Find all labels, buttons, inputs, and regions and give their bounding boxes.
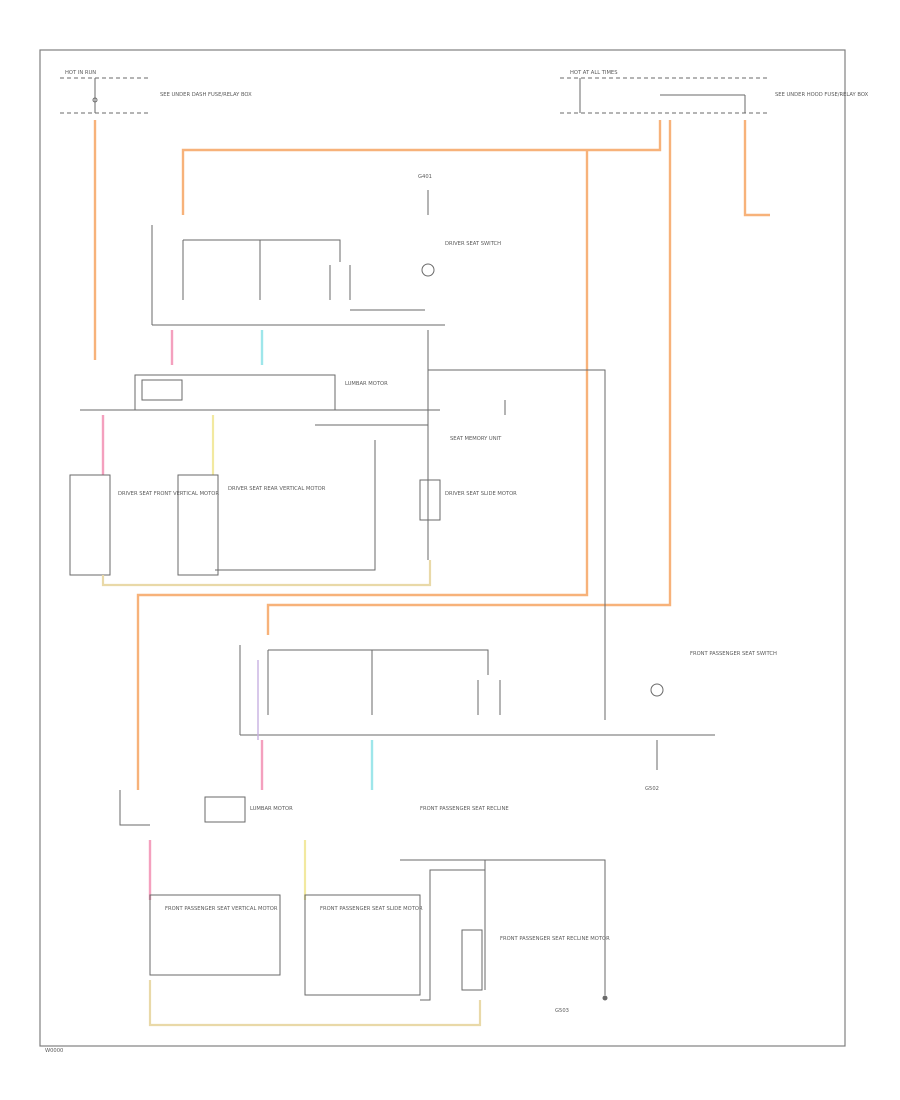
memory-unit-label: SEAT MEMORY UNIT <box>450 436 502 442</box>
right-fuse-block: HOT AT ALL TIMES SEE UNDER HOOD FUSE/REL… <box>560 70 869 114</box>
passenger-ground-label: G502 <box>645 786 659 792</box>
driver-seat-switch-label: DRIVER SEAT SWITCH <box>445 241 501 247</box>
lumbar-motor-right: LUMBAR MOTOR FRONT PASSENGER SEAT RECLIN… <box>119 790 509 826</box>
driver-seat-switch: DRIVER SEAT SWITCH G401 <box>151 174 501 326</box>
orange-feed-wires <box>93 120 770 790</box>
passenger-seat-switch-label: FRONT PASSENGER SEAT SWITCH <box>690 651 777 657</box>
pass-motor-2-label: FRONT PASSENGER SEAT SLIDE MOTOR <box>320 906 423 912</box>
pass-motor-3-label: FRONT PASSENGER SEAT RECLINE MOTOR <box>500 936 610 942</box>
ground-note: G503 <box>555 1008 569 1014</box>
footer-code: W0000 <box>45 1048 63 1054</box>
passenger-seat-switch: FRONT PASSENGER SEAT SWITCH G502 <box>239 645 777 792</box>
left-fuse-label: HOT IN RUN <box>65 70 96 76</box>
right-fuse-desc: SEE UNDER HOOD FUSE/RELAY BOX <box>775 92 869 98</box>
driver-motor-2-label: DRIVER SEAT REAR VERTICAL MOTOR <box>228 486 326 492</box>
left-fuse-block: HOT IN RUN SEE UNDER DASH FUSE/RELAY BOX <box>60 70 252 114</box>
lumbar-left-label: LUMBAR MOTOR <box>345 381 388 387</box>
passenger-seat-motors: FRONT PASSENGER SEAT VERTICAL MOTOR FRON… <box>148 840 610 1027</box>
pass-recline-box-label: FRONT PASSENGER SEAT RECLINE <box>420 806 509 812</box>
lumbar-motor-left: LUMBAR MOTOR <box>80 374 440 411</box>
diagram-frame <box>39 49 846 1047</box>
driver-motor-3-label: DRIVER SEAT SLIDE MOTOR <box>445 491 517 497</box>
left-fuse-desc: SEE UNDER DASH FUSE/RELAY BOX <box>160 92 252 98</box>
driver-ground-label: G401 <box>418 174 432 180</box>
driver-motor-1-label: DRIVER SEAT FRONT VERTICAL MOTOR <box>118 491 219 497</box>
right-fuse-label: HOT AT ALL TIMES <box>570 70 618 76</box>
pass-motor-1-label: FRONT PASSENGER SEAT VERTICAL MOTOR <box>165 906 278 912</box>
driver-seat-motors: DRIVER SEAT FRONT VERTICAL MOTOR DRIVER … <box>69 415 517 587</box>
seat-memory-unit: SEAT MEMORY UNIT <box>215 369 606 720</box>
lumbar-right-label: LUMBAR MOTOR <box>250 806 293 812</box>
